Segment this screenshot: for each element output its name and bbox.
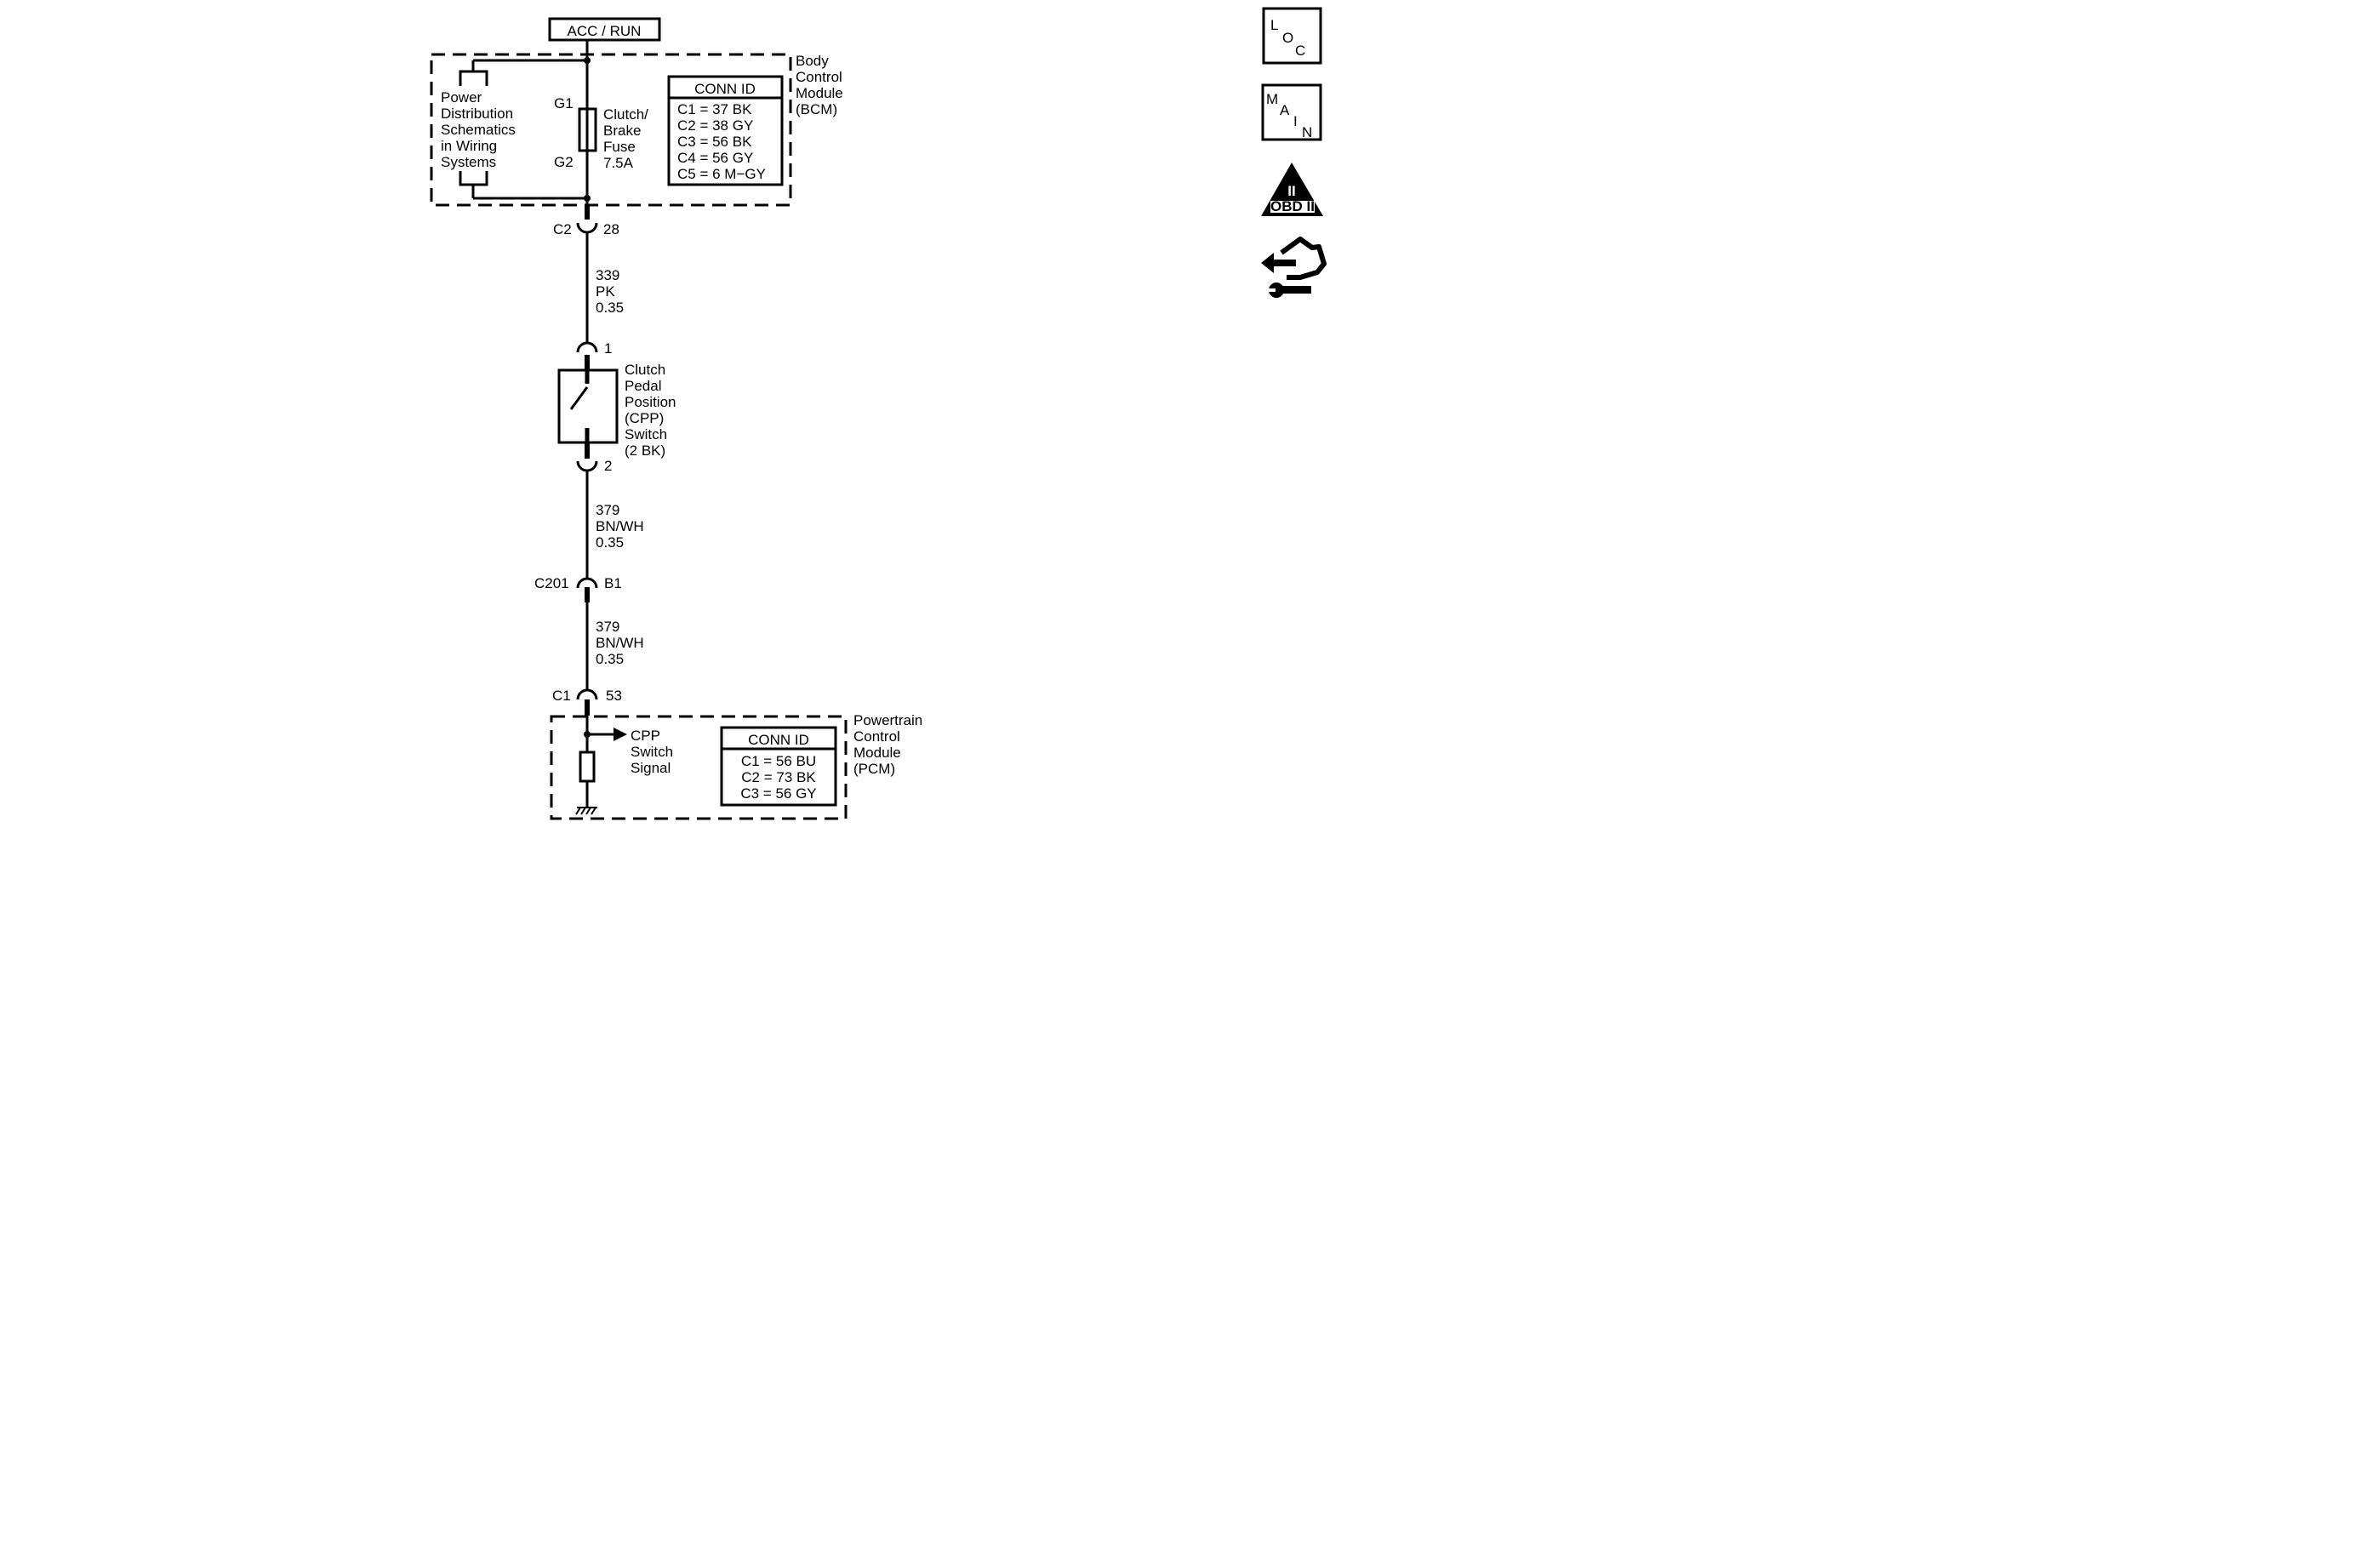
bcm-module: Power Distribution Schematics in Wiring … <box>430 53 843 207</box>
fuse-label-3: 7.5A <box>603 155 634 171</box>
wire-3-circuit: 379 <box>596 619 619 635</box>
cpp-name-line-0: Clutch <box>625 362 665 378</box>
signal-arrow-icon <box>614 728 627 741</box>
power-ref-line-1: Distribution <box>441 106 513 122</box>
bcm-name-line-0: Body <box>796 53 829 69</box>
cpp-name-line-1: Pedal <box>625 378 661 394</box>
pcm-module: CPP Switch Signal CONN ID C1 = 56 BU C2 … <box>550 712 922 820</box>
wire-3-size: 0.35 <box>596 651 624 667</box>
obd-ii-label: OBD II <box>1270 198 1315 214</box>
fuse-label-2: Fuse <box>603 139 636 155</box>
switch-blade <box>569 386 589 410</box>
bcm-conn-row: C1 = 37 BK <box>677 101 752 117</box>
obd-ii-button[interactable]: II OBD II <box>1261 163 1323 216</box>
connector-diagnostic-icon <box>1261 237 1327 298</box>
bcm-name-line-3: (BCM) <box>796 101 837 117</box>
ground-icon <box>575 807 597 815</box>
inline-connector-c201: C201 B1 <box>534 575 622 602</box>
fuse-pin-top: G1 <box>554 95 574 111</box>
main-letter-3: N <box>1302 124 1312 140</box>
cpp-name-line-2: Position <box>625 394 676 410</box>
bcm-conn-row: C2 = 38 GY <box>677 117 753 134</box>
fuse-label-1: Brake <box>603 123 641 139</box>
pcm-conn-row: C3 = 56 GY <box>740 785 816 802</box>
wire-1-color: PK <box>596 283 615 300</box>
cpp-name-line-3: (CPP) <box>625 410 664 426</box>
pcm-boundary <box>550 715 848 820</box>
main-letter-1: A <box>1280 102 1290 118</box>
supply-label-box: ACC / RUN <box>548 17 661 42</box>
pcm-name-line-1: Control <box>853 728 900 745</box>
pcm-in-connector: C1 <box>552 688 571 704</box>
inline-connector-pin: B1 <box>604 575 622 591</box>
pcm-in-pin: 53 <box>606 688 622 704</box>
pcm-signal-line-2: Signal <box>631 760 671 776</box>
supply-label: ACC / RUN <box>568 23 642 39</box>
bcm-conn-row: C5 = 6 M−GY <box>677 166 766 182</box>
power-ref-line-0: Power <box>441 89 482 106</box>
loc-letter-1: O <box>1282 30 1293 46</box>
pcm-name-line-2: Module <box>853 745 901 761</box>
power-ref-line-4: Systems <box>441 154 496 170</box>
wire-1-size: 0.35 <box>596 300 624 316</box>
main-icon <box>1261 83 1322 141</box>
wire-1-circuit: 339 <box>596 267 619 283</box>
main-button[interactable]: M A I N <box>1261 83 1322 141</box>
pcm-conn-row: C1 = 56 BU <box>741 753 816 769</box>
connector-diagnostic-button[interactable] <box>1261 237 1327 298</box>
connector-c2-28: C2 28 <box>553 205 619 237</box>
pcm-conn-title: CONN ID <box>748 732 809 748</box>
bcm-name-line-2: Module <box>796 85 843 101</box>
wire-2-circuit: 379 <box>596 502 619 518</box>
cpp-pin-bottom: 2 <box>604 458 612 474</box>
wiring-diagram: ACC / RUN Power Distribution Schematics … <box>430 7 1327 820</box>
wire-3-color: BN/WH <box>596 635 644 651</box>
bcm-conn-title: CONN ID <box>694 81 756 97</box>
inline-connector-name: C201 <box>534 575 569 591</box>
wire-2-size: 0.35 <box>596 534 624 551</box>
pcm-signal-line-0: CPP <box>631 728 660 744</box>
cpp-pin-top: 1 <box>604 340 612 357</box>
bcm-out-pin: 28 <box>603 221 619 237</box>
power-distribution-bracket <box>459 59 587 200</box>
power-ref-line-2: Schematics <box>441 122 516 138</box>
main-letter-2: I <box>1293 113 1298 129</box>
fuse-pin-bottom: G2 <box>554 154 574 170</box>
cpp-switch: 1 2 Clutch Pedal Position (CPP) Switch (… <box>557 340 676 474</box>
loc-letter-0: L <box>1270 17 1278 33</box>
pcm-signal-line-1: Switch <box>631 744 673 760</box>
bcm-conn-row: C3 = 56 BK <box>677 134 752 150</box>
bcm-conn-row: C4 = 56 GY <box>677 150 753 166</box>
bcm-name-line-1: Control <box>796 69 842 85</box>
loc-letter-2: C <box>1295 43 1305 59</box>
bcm-boundary <box>430 53 792 207</box>
pcm-name-line-3: (PCM) <box>853 761 895 777</box>
pcm-conn-id-table: CONN ID C1 = 56 BU C2 = 73 BK C3 = 56 GY <box>720 726 837 807</box>
pcm-name-line-0: Powertrain <box>853 712 922 728</box>
splice-bottom <box>584 195 591 202</box>
splice-top <box>584 57 591 64</box>
pcm-resistor <box>579 751 596 783</box>
main-letter-0: M <box>1266 91 1278 107</box>
loc-button[interactable]: L O C <box>1262 7 1322 65</box>
obd-ii-numeral: II <box>1287 183 1295 199</box>
cpp-name-line-5: (2 BK) <box>625 442 665 459</box>
wire-2-color: BN/WH <box>596 518 644 534</box>
power-ref-line-3: in Wiring <box>441 138 497 154</box>
pcm-conn-row: C2 = 73 BK <box>741 769 816 785</box>
loc-icon <box>1262 7 1322 65</box>
cpp-name-line-4: Switch <box>625 426 667 442</box>
bcm-conn-id-table: CONN ID C1 = 37 BK C2 = 38 GY C3 = 56 BK… <box>667 75 784 186</box>
connector-c1-53: C1 53 <box>552 688 622 716</box>
bcm-out-connector: C2 <box>553 221 572 237</box>
fuse-label-0: Clutch/ <box>603 106 648 123</box>
